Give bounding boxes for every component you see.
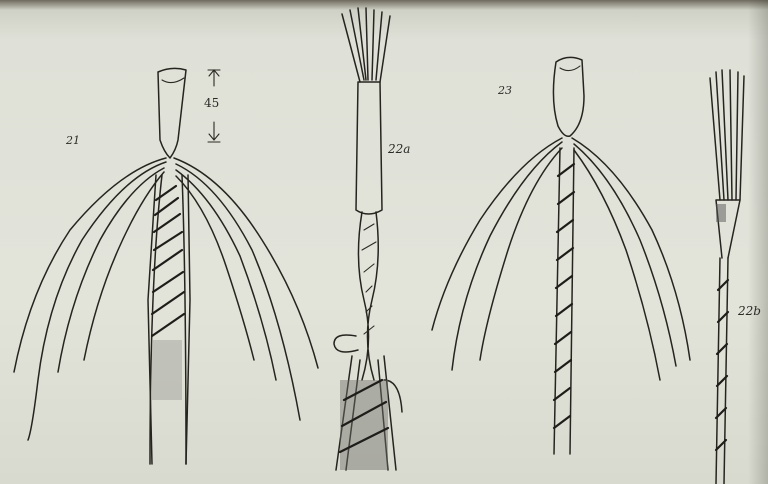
fig23-tube — [553, 57, 584, 136]
measure-arrow-top — [208, 70, 220, 86]
fig21-cord — [150, 175, 186, 464]
label-fig22a: 22a — [388, 142, 410, 156]
fig22b-twist — [716, 258, 728, 484]
measure-value: 45 — [204, 96, 219, 110]
drawing-fig22a — [334, 8, 402, 470]
drawing-fig21 — [14, 68, 318, 464]
fig22a-fringe — [342, 8, 390, 82]
fig22a-twist — [358, 212, 378, 380]
drawing-fig23 — [432, 57, 690, 454]
fig21-strands-right — [174, 158, 318, 420]
fig23-strands-left — [432, 138, 562, 370]
fig21-cord-hatching — [152, 186, 184, 336]
fig22a-tube — [356, 82, 382, 214]
label-fig21: 21 — [66, 134, 80, 147]
fig22a-loop — [334, 335, 358, 352]
fig23-strands-right — [572, 138, 690, 380]
measure-arrow-bottom — [208, 122, 220, 142]
fig22b-fringe — [710, 70, 744, 200]
label-fig22b: 22b — [738, 304, 761, 318]
fig21-tube — [158, 68, 186, 158]
label-fig23: 23 — [498, 84, 512, 97]
fig21-strands-left — [14, 158, 166, 440]
drawing-fig22b — [710, 70, 744, 484]
